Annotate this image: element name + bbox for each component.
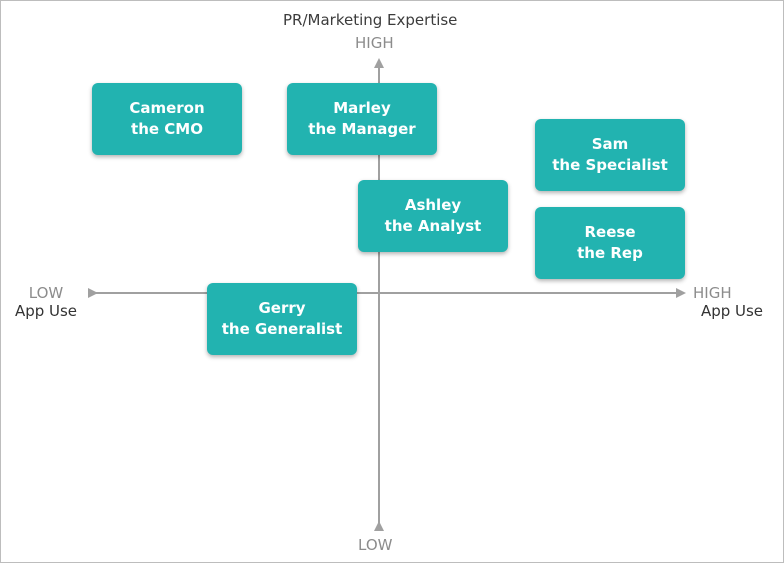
- persona-role: the Specialist: [552, 156, 668, 174]
- x-axis-title-left: App Use: [14, 302, 78, 320]
- persona-name: Sam: [591, 135, 629, 153]
- x-axis-low-group: LOW App Use: [7, 284, 85, 320]
- persona-box-gerry: Gerry the Generalist: [207, 283, 357, 355]
- persona-box-reese: Reese the Rep: [535, 207, 685, 279]
- persona-name: Cameron: [129, 99, 205, 117]
- persona-name: Ashley: [404, 196, 462, 214]
- x-axis-high-label: HIGH: [693, 284, 732, 302]
- y-axis-title: PR/Marketing Expertise: [283, 11, 458, 29]
- persona-role: the Rep: [577, 244, 643, 262]
- x-axis-title-right: App Use: [700, 302, 764, 320]
- x-axis-high-group: HIGH App Use: [693, 284, 771, 320]
- x-axis-low-label: LOW: [28, 284, 64, 302]
- persona-box-marley: Marley the Manager: [287, 83, 437, 155]
- y-axis-low-label: LOW: [358, 536, 393, 554]
- persona-role: the Generalist: [221, 320, 343, 338]
- persona-name: Marley: [333, 99, 391, 117]
- persona-box-cameron: Cameron the CMO: [92, 83, 242, 155]
- persona-name: Gerry: [258, 299, 306, 317]
- persona-role: the Analyst: [384, 217, 482, 235]
- persona-role: the CMO: [131, 120, 203, 138]
- persona-box-ashley: Ashley the Analyst: [358, 180, 508, 252]
- persona-box-sam: Sam the Specialist: [535, 119, 685, 191]
- persona-name: Reese: [584, 223, 636, 241]
- persona-role: the Manager: [308, 120, 416, 138]
- y-axis-high-label: HIGH: [355, 34, 394, 52]
